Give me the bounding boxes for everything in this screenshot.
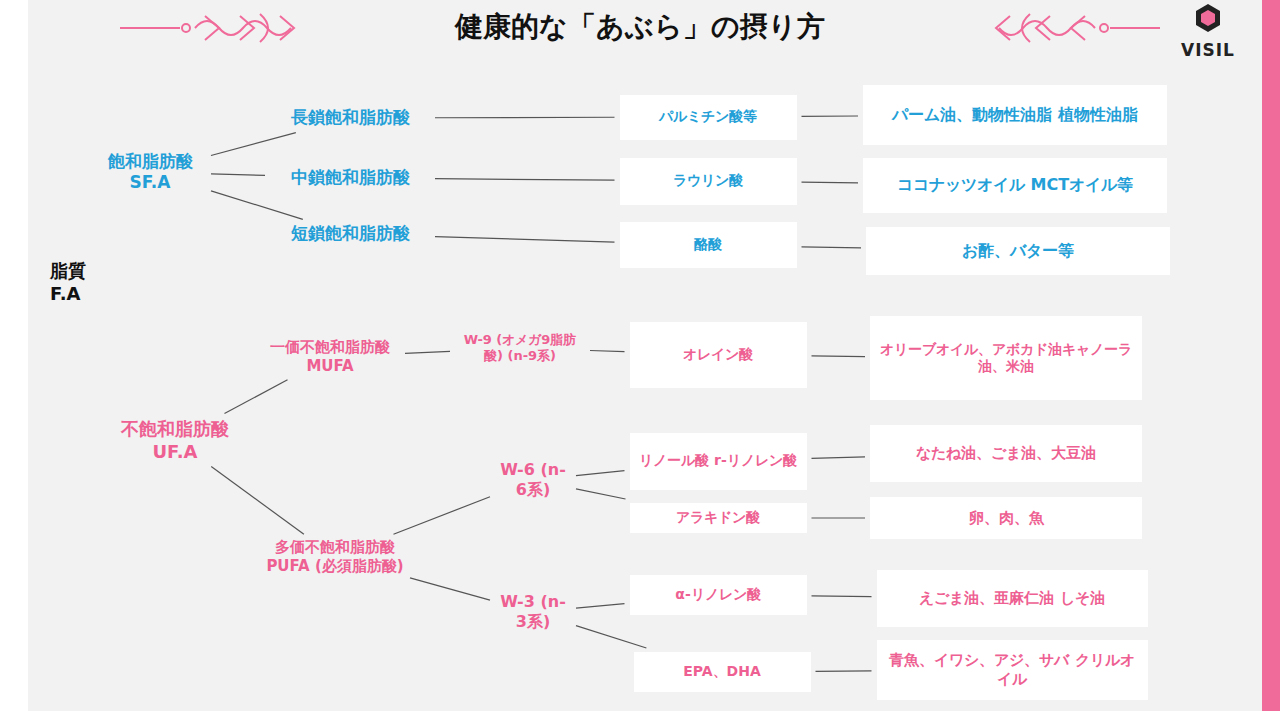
connector [576,604,625,608]
title: 健康的な「あぶら」の摂り方 [0,8,1280,46]
connector [576,626,646,648]
connector [435,117,615,119]
item-box: アラキドン酸 [630,503,807,533]
node-text: 酪酸 [694,236,722,254]
connector [211,133,296,156]
item-box: α-リノレン酸 [630,575,807,615]
node-text: ココナッツオイル MCTオイル等 [897,175,1133,195]
connector [802,247,862,248]
connector [590,350,625,351]
node-text: アラキドン酸 [676,509,760,527]
category-label: W-9 (オメガ9脂肪酸) (n-9系) [455,332,585,365]
item-box: ココナッツオイル MCTオイル等 [863,158,1167,213]
connector [812,355,866,357]
connector [576,489,626,499]
connector [802,115,859,117]
node-text: EPA、DHA [683,663,761,681]
node-text: 飽和脂肪酸 SF.A [94,151,206,194]
item-box: 卵、肉、魚 [870,497,1142,539]
category-label: 一価不飽和脂肪酸 MUFA [260,338,400,376]
connector [211,174,265,176]
logo-text: VISIL [1168,40,1248,60]
connector [802,182,859,184]
connector [435,179,615,181]
category-label: W-3 (n-3系) [495,592,571,632]
category-label: 不飽和脂肪酸 UF.A [108,418,243,463]
connector [405,351,450,353]
node-text: オリーブオイル、アボカド油キャノーラ油、米油 [878,341,1134,376]
connector [224,380,287,414]
node-text: 長鎖飽和脂肪酸 [270,107,430,128]
item-box: 酪酸 [620,222,797,268]
node-text: 一価不飽和脂肪酸 MUFA [260,338,400,376]
category-label: 飽和脂肪酸 SF.A [94,151,206,194]
node-text: 卵、肉、魚 [969,509,1044,528]
item-box: EPA、DHA [634,652,811,692]
node-text: なたね油、ごま油、大豆油 [916,444,1096,463]
category-label: 長鎖飽和脂肪酸 [270,107,430,128]
category-label: 中鎖飽和脂肪酸 [270,167,430,188]
item-box: オリーブオイル、アボカド油キャノーラ油、米油 [870,316,1142,400]
item-box: お酢、バター等 [866,227,1170,275]
connector [576,471,625,476]
item-box: なたね油、ごま油、大豆油 [870,425,1142,482]
side-bar [1262,0,1280,711]
node-text: 多価不飽和脂肪酸 PUFA (必須脂肪酸) [265,538,405,576]
item-box: パルミチン酸等 [620,95,797,140]
node-text: 青魚、イワシ、アジ、サバ クリルオイル [885,651,1140,689]
node-text: ラウリン酸 [673,172,743,190]
node-text: えごま油、亜麻仁油 しそ油 [919,589,1104,608]
connector [211,191,303,219]
node-text: W-6 (n-6系) [495,460,571,500]
connector [812,595,872,597]
connector [816,670,872,672]
node-text: α-リノレン酸 [675,586,760,604]
node-text: 短鎖飽和脂肪酸 [270,223,430,244]
node-text: パーム油、動物性油脂 植物性油脂 [892,105,1138,125]
item-box: えごま油、亜麻仁油 しそ油 [877,570,1148,627]
connector [812,457,866,458]
node-text: W-3 (n-3系) [495,592,571,632]
item-box: パーム油、動物性油脂 植物性油脂 [863,85,1167,145]
category-label: 短鎖飽和脂肪酸 [270,223,430,244]
node-text: 不飽和脂肪酸 UF.A [108,418,243,463]
category-label: W-6 (n-6系) [495,460,571,500]
node-text: パルミチン酸等 [659,108,757,126]
node-text: W-9 (オメガ9脂肪酸) (n-9系) [455,332,585,365]
item-box: オレイン酸 [630,322,807,388]
node-text: オレイン酸 [683,346,753,364]
item-box: リノール酸 r-リノレン酸 [630,433,807,490]
category-label: 多価不飽和脂肪酸 PUFA (必須脂肪酸) [265,538,405,576]
connector [211,467,304,535]
item-box: ラウリン酸 [620,158,797,205]
node-text: 脂質 F.A [50,260,110,305]
category-label: 脂質 F.A [50,260,110,305]
connector [435,237,615,243]
node-text: リノール酸 r-リノレン酸 [639,452,797,470]
connector [410,578,490,600]
item-box: 青魚、イワシ、アジ、サバ クリルオイル [877,640,1148,700]
connector [394,497,491,535]
node-text: 中鎖飽和脂肪酸 [270,167,430,188]
node-text: お酢、バター等 [962,241,1074,261]
connector [812,517,866,518]
